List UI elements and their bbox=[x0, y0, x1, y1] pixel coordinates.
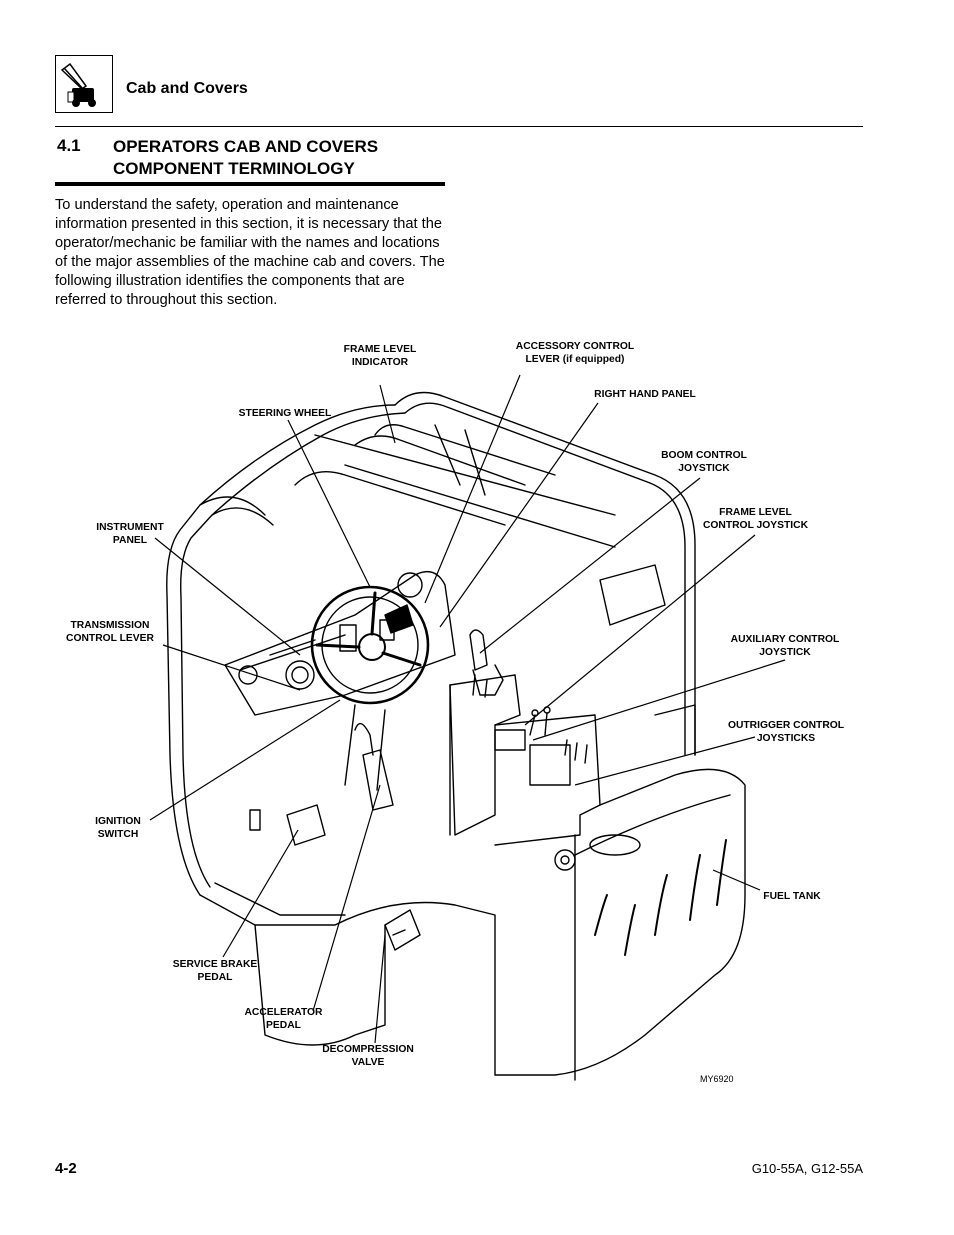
model-numbers: G10-55A, G12-55A bbox=[751, 1161, 863, 1176]
header-section-title: Cab and Covers bbox=[126, 80, 248, 97]
leader-lines bbox=[149, 374, 786, 1044]
cab-illustration: FRAME LEVEL INDICATOR ACCESSORY CONTROL … bbox=[55, 335, 895, 1095]
label-decompression-valve: DECOMPRESSION VALVE bbox=[322, 1044, 414, 1068]
label-frame-level-control-joystick: FRAME LEVEL CONTROL JOYSTICK bbox=[702, 507, 809, 531]
telehandler-machine-icon bbox=[55, 55, 113, 113]
header-rule bbox=[55, 126, 863, 127]
label-service-brake-pedal: SERVICE BRAKE PEDAL bbox=[172, 959, 258, 983]
label-instrument-panel: INSTRUMENT PANEL bbox=[96, 522, 164, 546]
section-title-line-1: OPERATORS CAB AND COVERS bbox=[113, 137, 379, 156]
label-auxiliary-control-joystick: AUXILIARY CONTROL JOYSTICK bbox=[730, 634, 840, 658]
label-fuel-tank: FUEL TANK bbox=[763, 891, 821, 902]
section-title: OPERATORS CAB AND COVERS COMPONENT TERMI… bbox=[113, 136, 453, 180]
label-transmission-control-lever: TRANSMISSION CONTROL LEVER bbox=[66, 620, 154, 644]
page-number: 4-2 bbox=[55, 1160, 77, 1177]
label-steering-wheel: STEERING WHEEL bbox=[238, 408, 332, 419]
figure-id: MY6920 bbox=[700, 1074, 734, 1084]
cab-drawing bbox=[166, 391, 746, 1081]
intro-paragraph: To understand the safety, operation and … bbox=[55, 197, 445, 308]
label-frame-level-indicator: FRAME LEVEL INDICATOR bbox=[343, 344, 417, 368]
section-title-line-2: COMPONENT TERMINOLOGY bbox=[113, 159, 355, 178]
label-boom-control-joystick: BOOM CONTROL JOYSTICK bbox=[661, 450, 747, 474]
label-ignition-switch: IGNITION SWITCH bbox=[95, 816, 141, 840]
section-number: 4.1 bbox=[57, 136, 81, 155]
label-accelerator-pedal: ACCELERATOR PEDAL bbox=[244, 1007, 323, 1031]
label-right-hand-panel: RIGHT HAND PANEL bbox=[594, 389, 696, 400]
section-title-rule bbox=[55, 182, 445, 186]
label-outrigger-control-joysticks: OUTRIGGER CONTROL JOYSTICKS bbox=[727, 720, 845, 744]
label-accessory-control-lever: ACCESSORY CONTROL LEVER (if equipped) bbox=[515, 341, 635, 365]
